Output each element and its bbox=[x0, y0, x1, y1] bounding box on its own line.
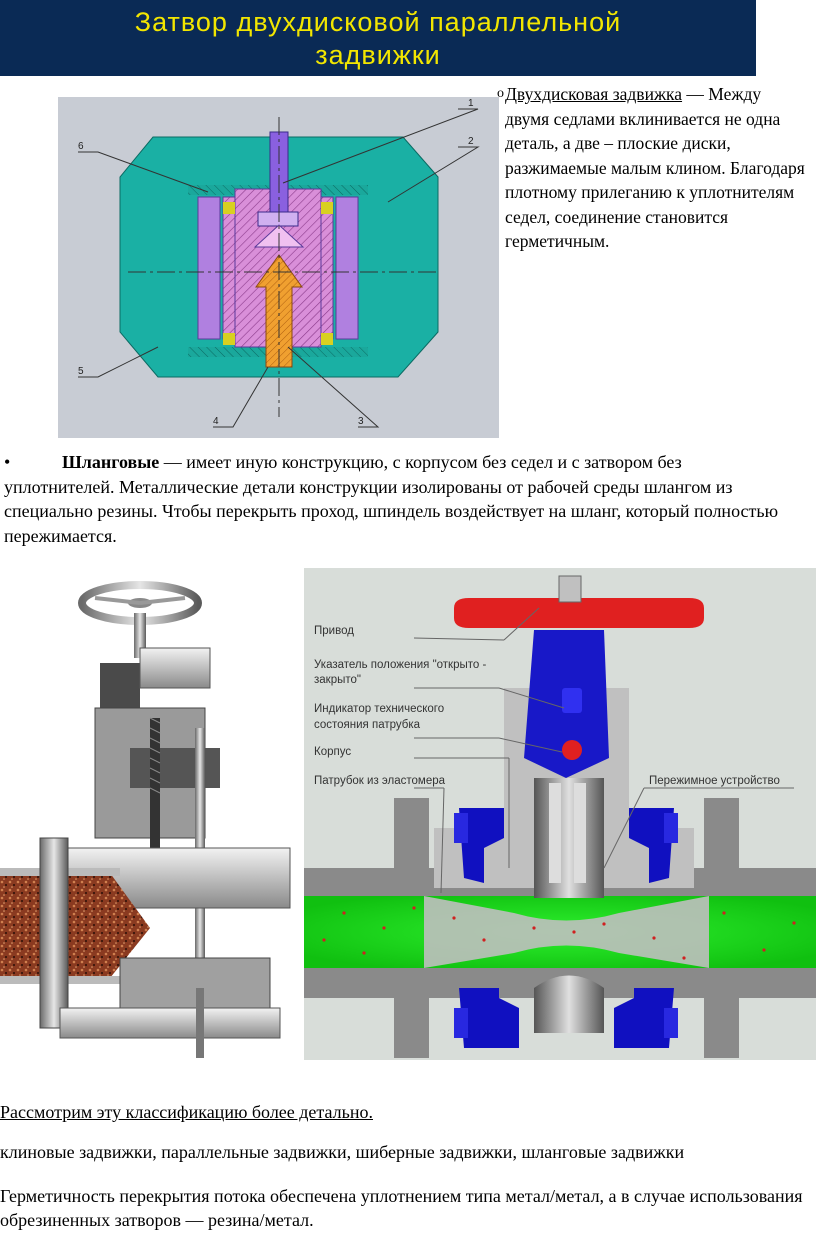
banner-line-1: Затвор двухдисковой параллельной bbox=[134, 7, 622, 37]
callout-label-4: 4 bbox=[213, 416, 219, 427]
hose-valve-text: — имеет иную конструкцию, с корпусом без… bbox=[4, 452, 779, 546]
section-heading: Рассмотрим эту классификацию более детал… bbox=[0, 1102, 373, 1122]
list-bullet: • bbox=[4, 452, 11, 472]
list-bullet: o bbox=[497, 86, 504, 101]
double-disc-description: o Двухдисковая задвижка — Между двумя се… bbox=[497, 82, 805, 254]
callout-label-1: 1 bbox=[468, 98, 474, 109]
hose-valve-paragraph: • Шланговые — имеет иную конструкцию, с к… bbox=[4, 450, 794, 548]
callout-label-3: 3 bbox=[358, 416, 364, 427]
pinch-valve-cutaway-image bbox=[0, 568, 304, 1060]
title-banner: Затвор двухдисковой параллельной задвижк… bbox=[0, 0, 756, 76]
hose-valve-term: Шланговые bbox=[62, 452, 160, 472]
callout-label-6: 6 bbox=[78, 141, 84, 152]
pinch-valve-scheme-diagram: Привод Указатель положения "открыто - за… bbox=[304, 568, 816, 1060]
label-tech-indicator-1: Индикатор технического bbox=[314, 703, 444, 715]
label-drive: Привод bbox=[314, 625, 354, 637]
double-disc-term: Двухдисковая задвижка bbox=[505, 84, 683, 104]
label-elastomer-pipe: Патрубок из эластомера bbox=[314, 775, 446, 787]
label-pinch-device: Пережимное устройство bbox=[649, 775, 780, 787]
label-position-indicator-1: Указатель положения "открыто - bbox=[314, 659, 486, 671]
double-disc-text: — Между двумя седлами вклинивается не од… bbox=[505, 84, 805, 251]
valve-types-list: клиновые задвижки, параллельные задвижки… bbox=[0, 1142, 685, 1162]
callout-label-5: 5 bbox=[78, 366, 84, 377]
label-tech-indicator-2: состояния патрубка bbox=[314, 719, 421, 731]
label-position-indicator-2: закрыто" bbox=[314, 674, 361, 686]
callout-label-2: 2 bbox=[468, 136, 474, 147]
banner-line-2: задвижки bbox=[315, 40, 441, 70]
sealing-paragraph: Герметичность перекрытия потока обеспече… bbox=[0, 1186, 803, 1230]
gate-cross-section-diagram: 1 2 3 4 5 6 bbox=[58, 97, 499, 438]
label-body: Корпус bbox=[314, 746, 351, 758]
